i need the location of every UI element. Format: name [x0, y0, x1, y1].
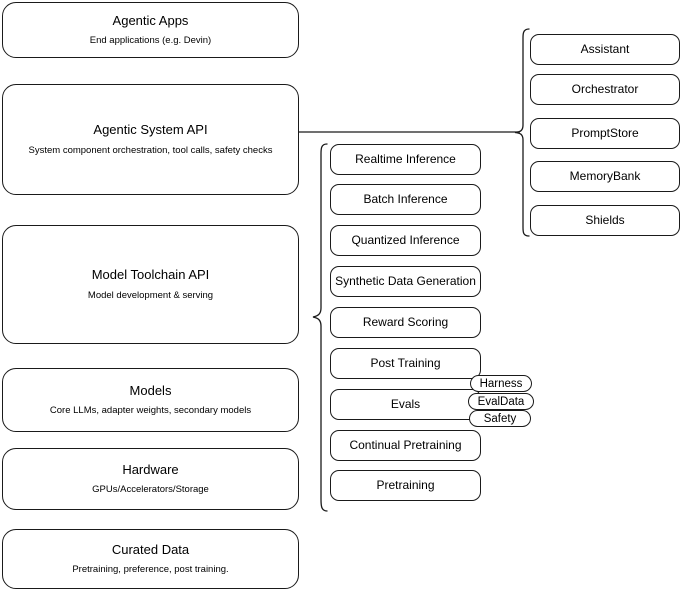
capability-box-reward-scoring[interactable]: Reward Scoring — [330, 307, 481, 338]
capability-box-synthetic-data-generation[interactable]: Synthetic Data Generation — [330, 266, 481, 297]
component-box-assistant[interactable]: Assistant — [530, 34, 680, 65]
layer-subtitle: End applications (e.g. Devin) — [89, 35, 212, 47]
layer-title: Hardware — [122, 461, 179, 477]
capability-label: Realtime Inference — [355, 152, 456, 166]
component-label: Shields — [585, 213, 625, 227]
layer-box-curated-data[interactable]: Curated Data Pretraining, preference, po… — [2, 529, 299, 589]
component-label: Assistant — [580, 42, 630, 56]
capability-label: Batch Inference — [363, 192, 448, 206]
brace-system-components — [512, 28, 532, 246]
capability-box-pretraining[interactable]: Pretraining — [330, 470, 481, 501]
capability-label: Quantized Inference — [351, 233, 460, 247]
capability-box-evals[interactable]: Evals — [330, 389, 481, 420]
layer-box-models[interactable]: Models Core LLMs, adapter weights, secon… — [2, 368, 299, 432]
capability-box-quantized-inference[interactable]: Quantized Inference — [330, 225, 481, 256]
capability-label: Pretraining — [376, 478, 435, 492]
capability-box-batch-inference[interactable]: Batch Inference — [330, 184, 481, 215]
layer-box-hardware[interactable]: Hardware GPUs/Accelerators/Storage — [2, 448, 299, 510]
evals-tag-safety[interactable]: Safety — [469, 410, 531, 427]
capability-label: Evals — [390, 397, 421, 411]
layer-box-agentic-apps[interactable]: Agentic Apps End applications (e.g. Devi… — [2, 2, 299, 58]
evals-tag-label: Harness — [479, 377, 523, 390]
capability-label: Synthetic Data Generation — [335, 274, 476, 288]
layer-subtitle: Pretraining, preference, post training. — [72, 564, 229, 576]
evals-tag-label: Safety — [483, 412, 517, 425]
layer-title: Agentic Apps — [112, 12, 189, 28]
layer-box-model-toolchain-api[interactable]: Model Toolchain API Model development & … — [2, 225, 299, 344]
layer-subtitle: Core LLMs, adapter weights, secondary mo… — [49, 405, 252, 417]
capability-label: Post Training — [370, 356, 441, 370]
evals-tag-evaldata[interactable]: EvalData — [468, 393, 534, 410]
component-label: Orchestrator — [571, 82, 639, 96]
component-box-shields[interactable]: Shields — [530, 205, 680, 236]
capability-label: Continual Pretraining — [349, 438, 462, 452]
capability-box-continual-pretraining[interactable]: Continual Pretraining — [330, 430, 481, 461]
brace-toolchain-capabilities — [310, 143, 330, 518]
component-box-orchestrator[interactable]: Orchestrator — [530, 74, 680, 105]
layer-title: Model Toolchain API — [91, 267, 210, 283]
capability-label: Reward Scoring — [362, 315, 449, 329]
layer-subtitle: System component orchestration, tool cal… — [28, 144, 273, 156]
evals-tag-label: EvalData — [477, 395, 525, 408]
capability-box-post-training[interactable]: Post Training — [330, 348, 481, 379]
layer-box-agentic-system-api[interactable]: Agentic System API System component orch… — [2, 84, 299, 195]
component-box-promptstore[interactable]: PromptStore — [530, 118, 680, 149]
capability-box-realtime-inference[interactable]: Realtime Inference — [330, 144, 481, 175]
component-label: MemoryBank — [569, 169, 641, 183]
layer-title: Curated Data — [111, 541, 190, 557]
layer-subtitle: Model development & serving — [87, 289, 214, 301]
connector-system-api-to-components — [298, 126, 523, 140]
component-box-memorybank[interactable]: MemoryBank — [530, 161, 680, 192]
layer-title: Models — [129, 382, 172, 398]
layer-title: Agentic System API — [93, 122, 208, 138]
evals-tag-harness[interactable]: Harness — [470, 375, 532, 392]
component-label: PromptStore — [571, 126, 639, 140]
layer-subtitle: GPUs/Accelerators/Storage — [92, 484, 209, 496]
